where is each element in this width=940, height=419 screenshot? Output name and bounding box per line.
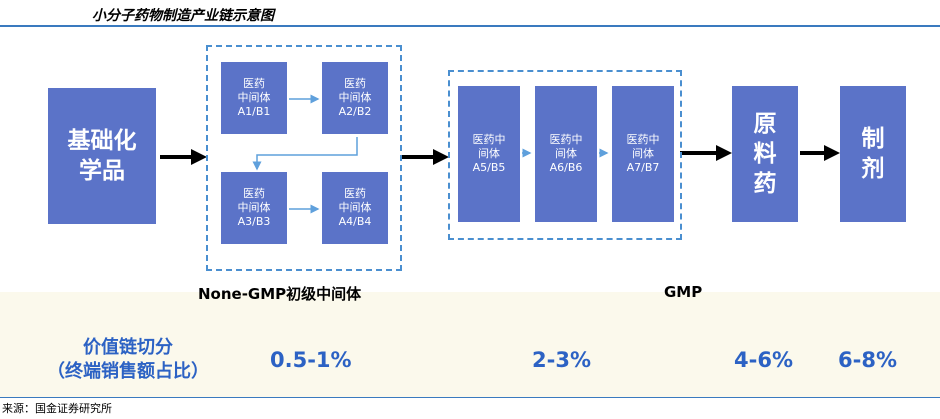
value-share-gmp: 2-3% [532, 348, 591, 372]
non-gmp-group [206, 45, 402, 271]
intermediate-a6-box: 医药中 间体 A6/B6 [535, 86, 597, 222]
intermediate-a5-box: 医药中 间体 A5/B5 [458, 86, 520, 222]
api-box: 原 料 药 [732, 86, 798, 222]
gmp-label: GMP [664, 283, 703, 301]
non-gmp-label: None-GMP初级中间体 [198, 285, 362, 303]
arrow-a2-to-a3 [252, 137, 358, 171]
basic-chemicals-box: 基础化 学品 [48, 88, 156, 224]
intermediate-a1-box: 医药 中间体 A1/B1 [221, 62, 287, 134]
source-note: 来源：国金证券研究所 [2, 402, 112, 415]
value-share-heading: 价值链切分 （终端销售额占比） [47, 337, 209, 382]
formulation-box: 制 剂 [840, 86, 906, 222]
value-share-early: 0.5-1% [270, 348, 352, 372]
intermediate-a4-box: 医药 中间体 A4/B4 [322, 172, 388, 244]
intermediate-a3-box: 医药 中间体 A3/B3 [221, 172, 287, 244]
diagram-title: 小分子药物制造产业链示意图 [92, 8, 274, 24]
value-share-api: 4-6% [734, 348, 793, 372]
bottom-rule [0, 397, 940, 398]
top-rule [0, 25, 940, 27]
gmp-group [448, 70, 682, 240]
intermediate-a7-box: 医药中 间体 A7/B7 [612, 86, 674, 222]
value-share-formulation: 6-8% [838, 348, 897, 372]
intermediate-a2-box: 医药 中间体 A2/B2 [322, 62, 388, 134]
value-share-band [0, 292, 940, 397]
